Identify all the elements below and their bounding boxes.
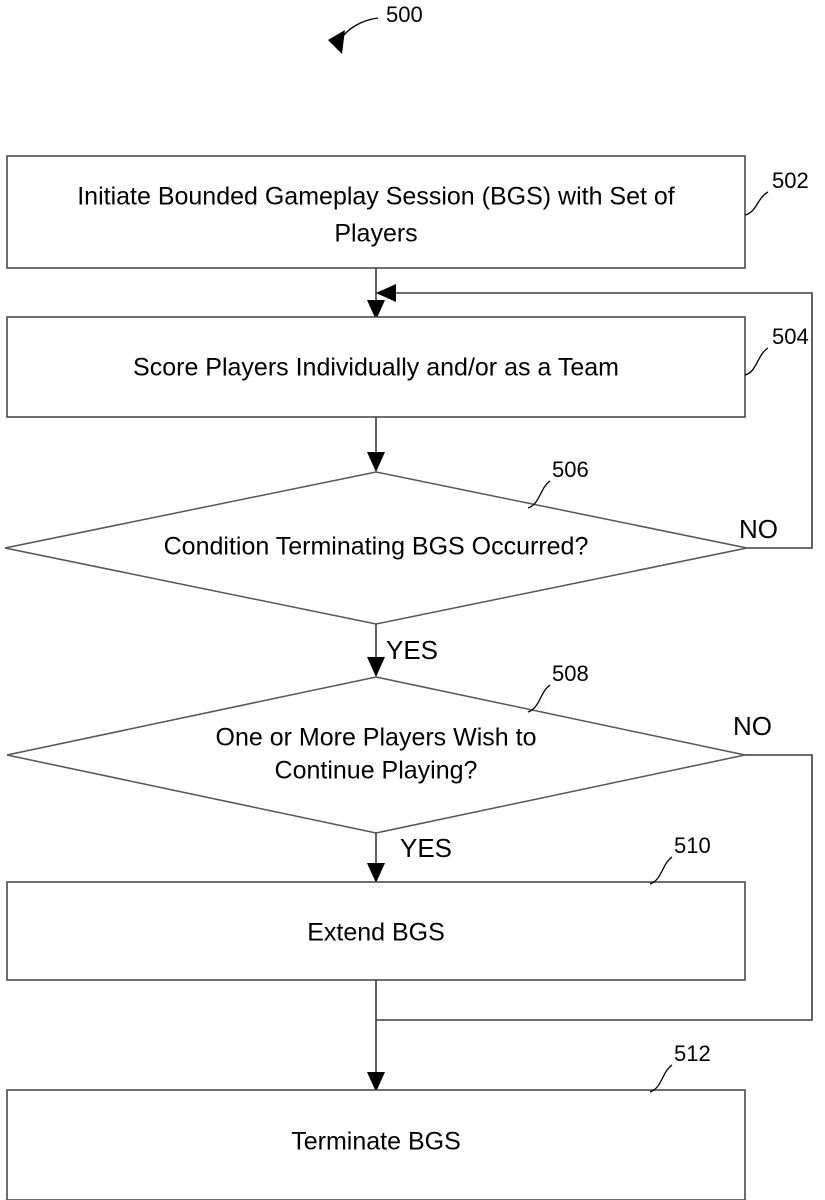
- branch-508-yes-label: YES: [400, 833, 452, 863]
- figure-leader-line: [339, 17, 379, 41]
- ref-510-leader-line: [649, 856, 673, 885]
- node-506-label: Condition Terminating BGS Occurred?: [164, 533, 589, 561]
- ref-504-leader-line: [744, 347, 769, 376]
- branch-506-no-label: NO: [739, 514, 778, 544]
- node-506-condition-terminating: Condition Terminating BGS Occurred? 506: [4, 457, 748, 625]
- ref-504-label: 504: [772, 324, 809, 349]
- node-502-label-line-1: Initiate Bounded Gameplay Session (BGS) …: [77, 183, 675, 211]
- ref-506-leader-line: [527, 480, 551, 509]
- connector-504-to-506: [367, 417, 385, 472]
- node-504-label: Score Players Individually and/or as a T…: [133, 354, 619, 382]
- figure-number-label: 500: [386, 2, 423, 27]
- ref-512-leader-line: [649, 1064, 673, 1093]
- branch-506-no-path: [396, 292, 813, 549]
- branch-506-no-loop: NO: [376, 284, 813, 549]
- connector-504-506-arrow-icon: [367, 452, 385, 472]
- ref-512-label: 512: [674, 1041, 711, 1066]
- branch-508-no: NO: [376, 711, 813, 1021]
- connector-510-to-512: [367, 980, 385, 1092]
- node-502-box: [6, 155, 746, 269]
- branch-508-no-label: NO: [733, 711, 772, 741]
- branch-508-yes: YES: [367, 833, 452, 883]
- ref-508-leader-line: [527, 684, 551, 713]
- node-512-box: [6, 1089, 746, 1200]
- connector-512-arrow-icon: [367, 1072, 385, 1092]
- node-502-label-line-2: Players: [334, 220, 417, 248]
- ref-506-label: 506: [552, 457, 589, 482]
- node-508-label-line-2: Continue Playing?: [275, 757, 478, 785]
- node-510-label: Extend BGS: [307, 919, 445, 947]
- branch-506-yes-label: YES: [386, 635, 438, 665]
- node-508-label-line-1: One or More Players Wish to: [216, 724, 537, 752]
- branch-508-yes-arrow-icon: [367, 863, 385, 883]
- branch-506-yes: YES: [367, 624, 438, 677]
- ref-502-label: 502: [772, 168, 809, 193]
- connector-502-to-504: [367, 268, 385, 320]
- node-502-initiate-bgs: Initiate Bounded Gameplay Session (BGS) …: [6, 155, 809, 269]
- ref-502-leader-line: [744, 191, 769, 216]
- branch-508-no-path: [376, 754, 813, 1021]
- node-512-terminate-bgs: Terminate BGS 512: [6, 1041, 746, 1200]
- ref-510-label: 510: [674, 833, 711, 858]
- branch-506-yes-arrow-icon: [367, 657, 385, 677]
- branch-506-no-arrow-icon: [376, 284, 396, 302]
- node-508-players-wish-continue: One or More Players Wish to Continue Pla…: [6, 661, 746, 834]
- node-504-box: [6, 316, 746, 418]
- node-504-score-players: Score Players Individually and/or as a T…: [6, 316, 809, 418]
- connector-502-504-arrow-icon: [367, 300, 385, 320]
- figure-arrow-icon: [328, 30, 345, 54]
- node-508-diamond: [6, 676, 746, 834]
- ref-508-label: 508: [552, 661, 589, 686]
- node-512-label: Terminate BGS: [291, 1128, 461, 1156]
- figure-number-callout: 500: [328, 2, 423, 54]
